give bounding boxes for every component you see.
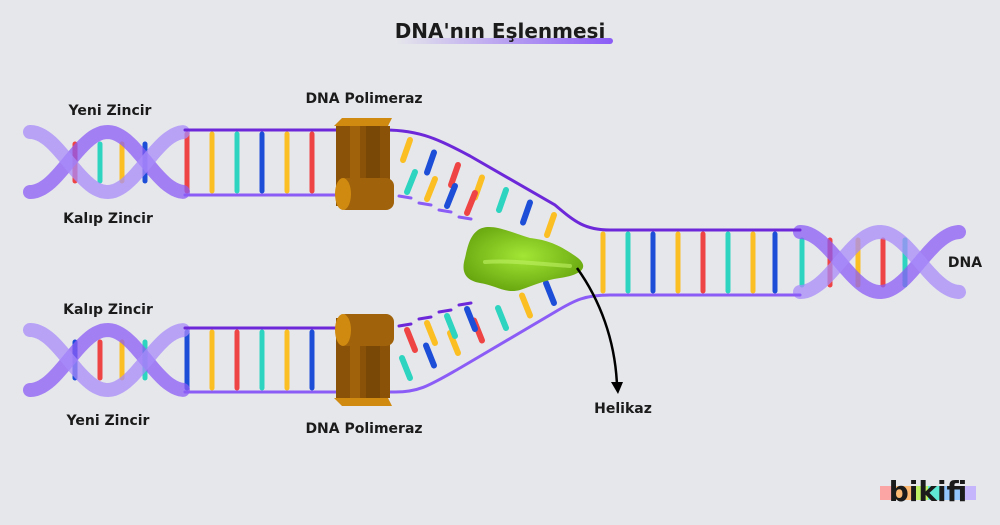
nucleotide-fragment — [519, 292, 533, 319]
helix-ribbon — [793, 224, 966, 299]
nucleotide-fragment — [444, 313, 458, 339]
helix-ribbon — [23, 322, 190, 397]
bikifi-logo: bikifi — [880, 475, 976, 508]
nucleotide-fragment — [424, 320, 438, 346]
strand-segment — [457, 301, 473, 307]
nucleotide-fragment — [424, 149, 437, 176]
label-top-polymerase: DNA Polimeraz — [305, 91, 422, 107]
bottom-lower-strand — [183, 293, 802, 394]
nucleotide-fragment — [495, 305, 509, 331]
nucleotide-fragment — [496, 187, 509, 213]
nucleotide-fragment — [544, 212, 557, 238]
label-bottom-template-strand: Kalıp Zincir — [63, 302, 153, 318]
strand-segment — [437, 308, 453, 314]
nucleotide-fragment — [543, 280, 557, 306]
nucleotide-fragment — [404, 327, 418, 353]
label-dna: DNA — [948, 255, 982, 271]
helicase-highlight — [483, 259, 572, 268]
label-bottom-new-strand: Yeni Zincir — [66, 413, 150, 429]
nucleotide-fragments — [397, 137, 557, 381]
nucleotide-fragment — [423, 342, 437, 369]
label-bottom-polymerase: DNA Polimeraz — [305, 421, 422, 437]
nucleotide-fragment — [424, 176, 438, 202]
nucleotide-fragment — [400, 137, 413, 163]
helix-ribbons — [23, 124, 966, 398]
helix-ribbon — [23, 125, 190, 200]
strand-segment — [397, 194, 413, 200]
strand-segment — [417, 315, 433, 321]
helicase-enzyme — [463, 227, 584, 292]
label-top-template-strand: Kalıp Zincir — [63, 211, 153, 227]
nucleotide-fragment — [520, 199, 533, 226]
bottom-dna-polymerase — [334, 314, 394, 406]
nucleotide-fragment — [404, 169, 418, 195]
helix-ribbon — [793, 225, 966, 300]
title-underline — [395, 38, 613, 44]
helix-ribbon — [23, 323, 190, 398]
nucleotide-fragment — [464, 306, 478, 332]
strand-segment — [397, 322, 413, 328]
helix-ribbon — [23, 124, 190, 199]
label-helicase: Helikaz — [594, 401, 652, 417]
nucleotide-fragment — [448, 162, 461, 188]
nucleotide-fragment — [399, 355, 413, 381]
helicase-arrow — [575, 267, 623, 394]
label-top-new-strand: Yeni Zincir — [68, 103, 152, 119]
strand-segment — [457, 215, 473, 221]
strand-segment — [437, 208, 453, 214]
top-dna-polymerase — [334, 118, 394, 210]
strand-segment — [417, 201, 433, 207]
nucleotide-fragment — [447, 330, 461, 356]
nucleotide-fragment — [444, 183, 458, 209]
logo-text: bikifi — [889, 475, 968, 508]
page-title: DNA'nın Eşlenmesi — [395, 19, 606, 43]
nucleotide-fragment — [464, 190, 478, 216]
top-upper-strand — [183, 128, 802, 232]
